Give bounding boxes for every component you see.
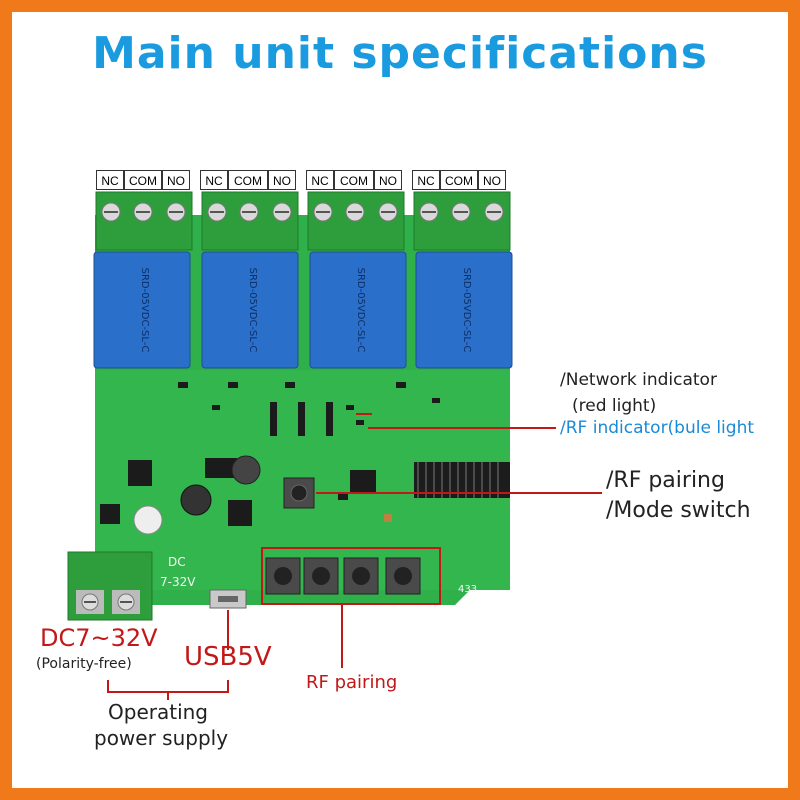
mode-switch-label: /Mode switch — [606, 498, 751, 523]
network-indicator-note: (red light) — [572, 396, 657, 416]
smd-components — [100, 382, 440, 526]
pin-com: COM — [124, 170, 162, 190]
network-indicator-label: /Network indicator — [560, 370, 717, 390]
board-voltage-print: 7-32V — [160, 575, 196, 589]
capacitor — [133, 505, 163, 535]
power-supply-bracket — [107, 680, 229, 700]
relay-1: SRD-05VDC-SL-C — [93, 251, 191, 369]
pin-nc: NC — [412, 170, 440, 190]
relay-3: SRD-05VDC-SL-C — [309, 251, 407, 369]
rf-pairing-box — [261, 547, 441, 605]
mode-button — [283, 477, 315, 509]
terminal-block-3 — [307, 191, 405, 251]
terminal-block-4 — [413, 191, 511, 251]
pin-no: NO — [162, 170, 190, 190]
operating-label: Operating — [108, 700, 208, 724]
terminal-block-1 — [95, 191, 193, 251]
page-title: Main unit specifications — [92, 28, 708, 79]
pin-no: NO — [374, 170, 402, 190]
relay-4: SRD-05VDC-SL-C — [415, 251, 513, 369]
terminal-block-2 — [201, 191, 299, 251]
inductor — [180, 484, 212, 516]
relay-part-number: SRD-05VDC-SL-C — [139, 268, 150, 353]
polarity-label: (Polarity-free) — [36, 656, 132, 672]
dc-voltage-label: DC7~32V — [40, 624, 158, 652]
pin-nc: NC — [306, 170, 334, 190]
usb-port — [209, 589, 247, 609]
pin-no: NO — [478, 170, 506, 190]
rf-pairing-label: /RF pairing — [606, 468, 725, 493]
relay-part-number: SRD-05VDC-SL-C — [247, 268, 258, 353]
usb-label: USB5V — [184, 642, 272, 672]
rf-pairing-buttons — [265, 557, 421, 595]
pin-nc: NC — [96, 170, 124, 190]
power-supply-label: power supply — [94, 726, 229, 750]
board-dc-print: DC — [168, 555, 186, 569]
power-terminal-block — [67, 551, 153, 621]
pin-nc: NC — [200, 170, 228, 190]
pin-com: COM — [440, 170, 478, 190]
rf-indicator-label: /RF indicator(bule light — [560, 418, 755, 438]
pin-no: NO — [268, 170, 296, 190]
board-code-print: 433 — [458, 584, 477, 595]
rf-pairing-bottom-label: RF pairing — [306, 672, 398, 693]
relay-2: SRD-05VDC-SL-C — [201, 251, 299, 369]
callout-lines — [227, 413, 602, 668]
pin-com: COM — [228, 170, 268, 190]
relay-part-number: SRD-05VDC-SL-C — [355, 268, 366, 353]
capacitor — [231, 455, 261, 485]
pin-com: COM — [334, 170, 374, 190]
relay-part-number: SRD-05VDC-SL-C — [461, 268, 472, 353]
